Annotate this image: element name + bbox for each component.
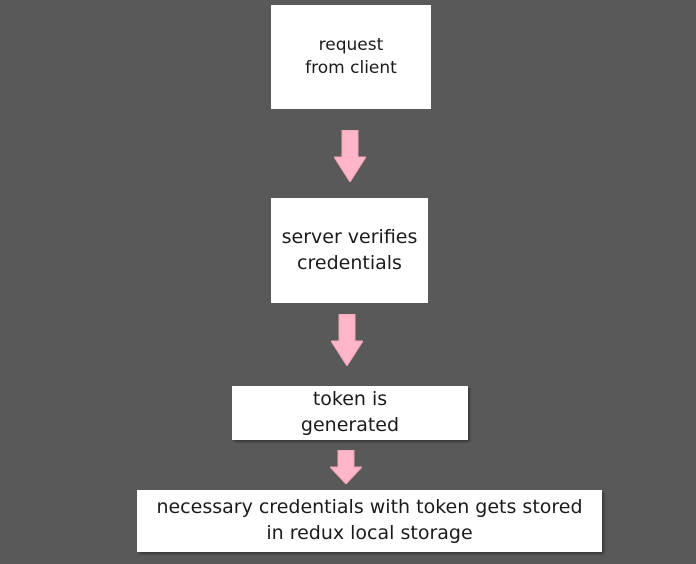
flow-step-label: necessary credentials with token gets st… [156,496,583,544]
flow-step-label: request from client [305,35,397,78]
arrow-down-icon [330,450,362,484]
flow-step-label: token is generated [300,388,400,436]
flow-step-credentials-stored: necessary credentials with token gets st… [137,490,602,552]
flow-step-server-verifies-credentials: server verifies credentials [271,198,428,303]
arrow-down-icon [334,130,366,182]
flow-step-request-from-client: request from client [271,5,431,109]
flow-step-label: server verifies credentials [281,225,418,274]
arrow-down-icon [331,314,363,366]
flow-step-token-generated: token is generated [232,386,468,440]
